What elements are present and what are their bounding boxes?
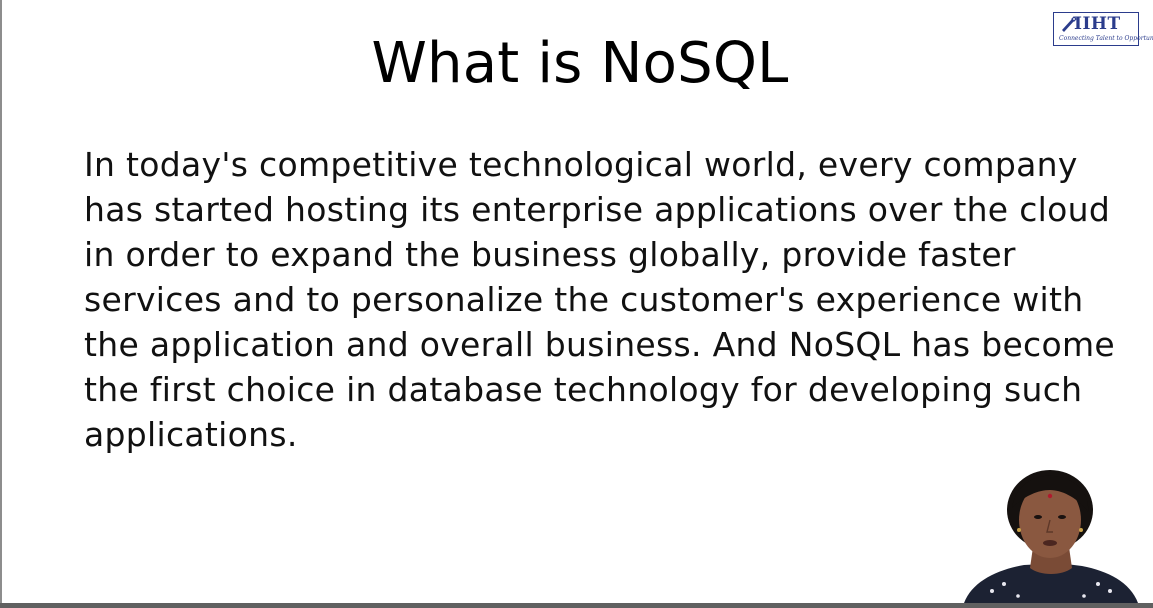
pen-icon [1062,16,1077,32]
logo-text: IIHT [1074,14,1121,34]
slide-title: What is NoSQL [371,31,789,96]
left-edge-border [0,0,2,608]
slide-body-text: In today's competitive technological wor… [84,145,1116,454]
iiht-logo: IIHT Connecting Talent to Opportunity [1053,12,1153,46]
logo-tagline: Connecting Talent to Opportunity [1059,35,1153,42]
presenter-illustration [964,470,1138,603]
presenter-video-thumbnail [962,470,1140,603]
bottom-bar [0,603,1153,608]
